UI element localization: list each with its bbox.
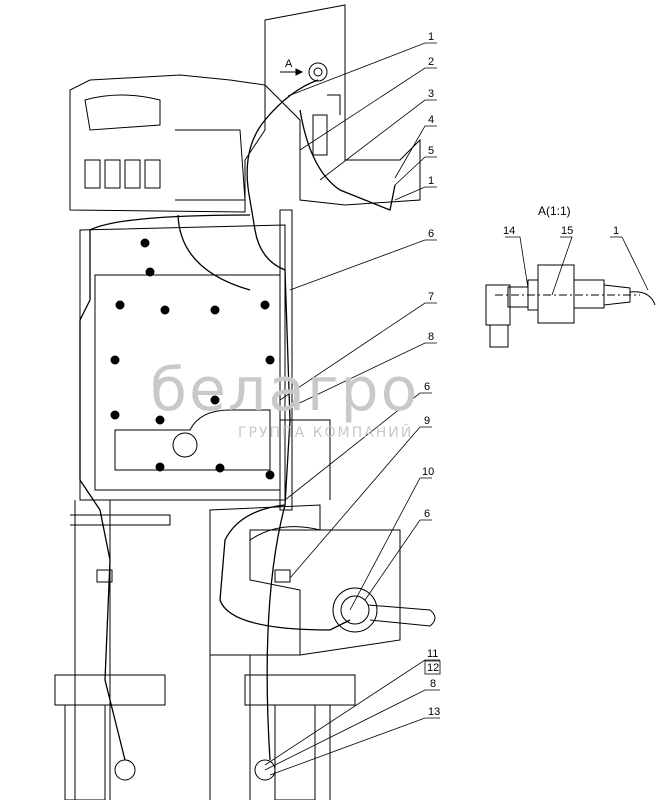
callout-6: 6 — [428, 228, 435, 240]
watermark-brand: белагро — [150, 355, 420, 425]
detail-callout-1: 1 — [613, 225, 620, 237]
callout-5: 5 — [428, 145, 435, 157]
detail-callout-15: 15 — [561, 225, 574, 237]
detail-callout-14: 14 — [503, 225, 516, 237]
callout-11: 11 — [427, 648, 439, 660]
callout-10: 10 — [422, 466, 435, 478]
watermark-subtitle: ГРУППА КОМПАНИЙ — [238, 425, 414, 441]
wire-harness — [79, 79, 396, 761]
callout-2: 2 — [428, 56, 435, 68]
callout-3: 3 — [428, 88, 435, 100]
detail-view-a — [485, 236, 656, 348]
engine-block — [69, 74, 266, 213]
callout-6: 6 — [424, 508, 431, 520]
leader-lines — [264, 42, 441, 776]
detail-view-title: A(1:1) — [538, 204, 571, 218]
callout-6: 6 — [424, 381, 431, 393]
frame-rails — [54, 500, 356, 800]
bolts — [110, 238, 275, 480]
callout-4: 4 — [428, 114, 435, 126]
callout-7: 7 — [428, 291, 435, 303]
callout-8: 8 — [428, 331, 435, 343]
callout-1: 1 — [428, 31, 435, 43]
callout-1: 1 — [428, 175, 435, 187]
callout-12: 12 — [427, 662, 440, 674]
view-arrow-label: A — [285, 58, 293, 70]
callout-9: 9 — [424, 415, 431, 427]
sensor-assembly — [332, 587, 436, 633]
callout-13: 13 — [428, 706, 441, 718]
callout-8: 8 — [430, 678, 437, 690]
cab-panel — [264, 4, 421, 206]
